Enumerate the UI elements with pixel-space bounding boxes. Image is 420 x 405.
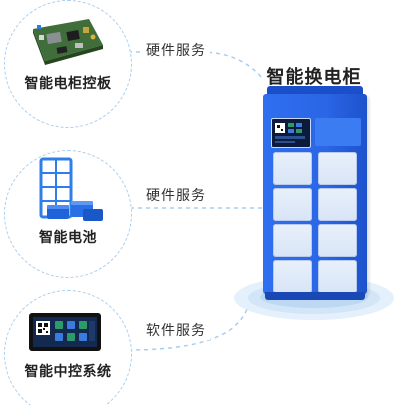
cabinet-body <box>263 94 367 294</box>
cabinet-top <box>267 86 363 96</box>
node-controller-board: 智能电柜控板 <box>4 0 132 128</box>
service-label: 硬件服务 <box>142 40 210 60</box>
circuit-board-icon <box>27 15 107 75</box>
cabinet-screen-icon <box>271 118 311 148</box>
cabinet-title: 智能换电柜 <box>266 67 362 88</box>
cabinet-door <box>273 224 312 257</box>
node-label: 智能中控系统 <box>24 364 112 380</box>
cabinet-door <box>273 152 312 185</box>
node-central-control: 智能中控系统 <box>4 290 132 405</box>
service-label: 软件服务 <box>142 320 210 340</box>
cabinet-door <box>318 260 357 293</box>
cabinet-door <box>318 152 357 185</box>
node-smart-battery: 智能电池 <box>4 150 132 278</box>
battery-rack-icon <box>33 157 103 231</box>
cabinet-door <box>318 188 357 221</box>
cabinet-side-panel <box>315 118 361 146</box>
cabinet-base <box>265 292 365 300</box>
cabinet-door <box>318 224 357 257</box>
node-label: 智能电柜控板 <box>24 76 112 92</box>
node-label: 智能电池 <box>39 230 97 246</box>
cabinet-door <box>273 260 312 293</box>
connector-line-3 <box>127 305 249 351</box>
cabinet-door <box>273 188 312 221</box>
service-label: 硬件服务 <box>142 185 210 205</box>
control-screen-icon <box>27 311 107 359</box>
battery-swap-cabinet-illustration <box>263 86 367 302</box>
